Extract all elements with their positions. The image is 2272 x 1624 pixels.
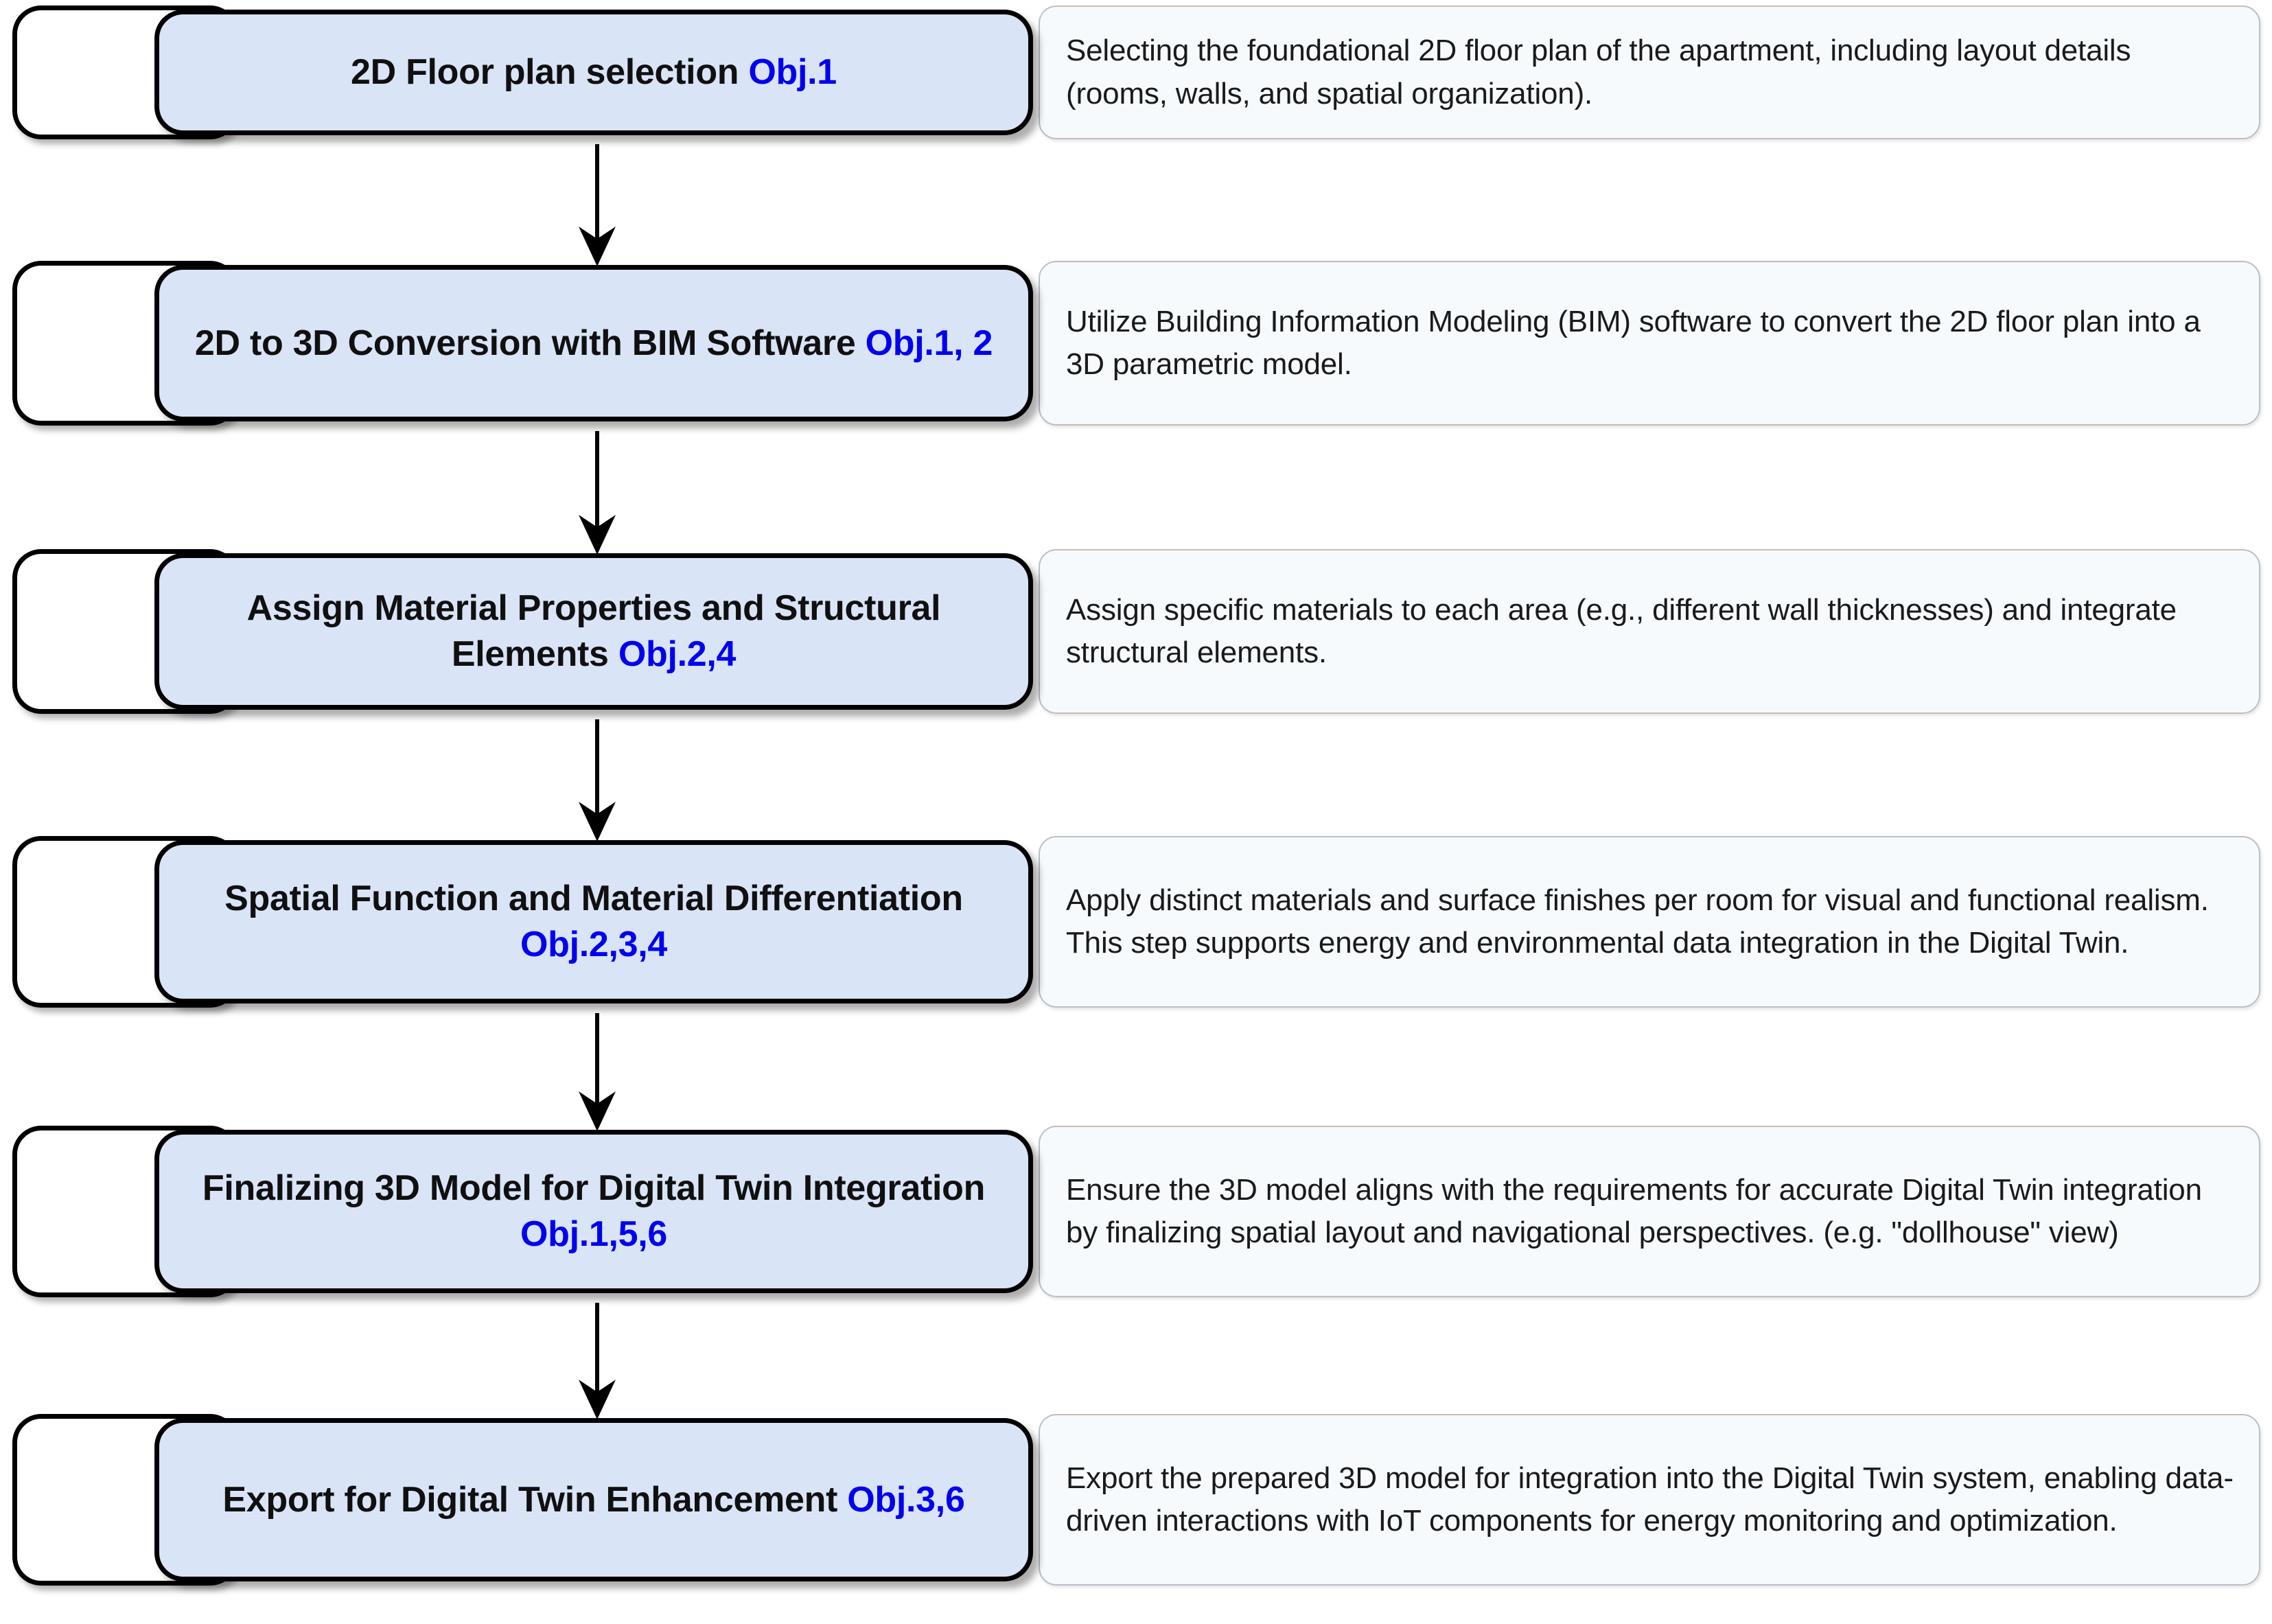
step-description-box: Utilize Building Information Modeling (B… (1039, 261, 2260, 426)
workflow-step-row: 4.Spatial Function and Material Differen… (0, 836, 2272, 1008)
step-title-main: Finalizing 3D Model for Digital Twin Int… (202, 1168, 986, 1209)
down-arrow-icon (573, 1303, 621, 1419)
step-objective-tag: Obj.2,4 (618, 634, 737, 674)
step-title-box[interactable]: 2D to 3D Conversion with BIM Software Ob… (154, 265, 1033, 421)
step-objective-tag: Obj.3,6 (847, 1479, 965, 1520)
step-description-box: Ensure the 3D model aligns with the requ… (1039, 1126, 2260, 1297)
step-title-box[interactable]: Finalizing 3D Model for Digital Twin Int… (154, 1130, 1033, 1293)
step-objective-tag: Obj.1, 2 (865, 323, 993, 363)
down-arrow-icon (573, 1013, 621, 1131)
step-description-text: Export the prepared 3D model for integra… (1066, 1461, 2234, 1538)
workflow-step-row: 5.Finalizing 3D Model for Digital Twin I… (0, 1126, 2272, 1297)
step-title-text: Assign Material Properties and Structura… (183, 585, 1005, 677)
step-description-text: Selecting the foundational 2D floor plan… (1066, 34, 2131, 111)
down-arrow-icon (573, 144, 621, 266)
workflow-step-row: 6.Export for Digital Twin Enhancement Ob… (0, 1414, 2272, 1586)
step-title-main: Spatial Function and Material Differenti… (224, 879, 963, 919)
step-title-main: Assign Material Properties and Structura… (246, 588, 941, 674)
down-arrow-icon (573, 431, 621, 555)
step-title-main: Export for Digital Twin Enhancement (222, 1479, 848, 1520)
step-description-box: Assign specific materials to each area (… (1039, 549, 2260, 714)
step-title-text: 2D to 3D Conversion with BIM Software Ob… (195, 321, 993, 367)
workflow-step-row: 2.2D to 3D Conversion with BIM Software … (0, 261, 2272, 426)
step-title-text: Finalizing 3D Model for Digital Twin Int… (183, 1165, 1005, 1257)
step-description-text: Utilize Building Information Modeling (B… (1066, 304, 2201, 381)
step-objective-tag: Obj.2,3,4 (520, 925, 668, 964)
down-arrow-icon (573, 719, 621, 842)
step-title-main: 2D to 3D Conversion with BIM Software (194, 323, 866, 363)
workflow-step-row: 3.Assign Material Properties and Structu… (0, 549, 2272, 714)
step-title-box[interactable]: Export for Digital Twin Enhancement Obj.… (154, 1418, 1033, 1581)
step-title-box[interactable]: Assign Material Properties and Structura… (154, 553, 1033, 710)
step-objective-tag: Obj.1 (748, 52, 837, 93)
step-title-main: 2D Floor plan selection (351, 52, 749, 93)
step-description-text: Ensure the 3D model aligns with the requ… (1066, 1172, 2202, 1249)
step-description-text: Apply distinct materials and surface fin… (1066, 883, 2209, 960)
step-title-text: Export for Digital Twin Enhancement Obj.… (222, 1477, 964, 1523)
step-description-box: Selecting the foundational 2D floor plan… (1039, 5, 2260, 139)
workflow-step-row: 1.2D Floor plan selection Obj.1Selecting… (0, 5, 2272, 139)
step-title-text: Spatial Function and Material Differenti… (183, 876, 1005, 967)
step-description-box: Apply distinct materials and surface fin… (1039, 836, 2260, 1008)
step-objective-tag: Obj.1,5,6 (520, 1214, 668, 1254)
step-description-text: Assign specific materials to each area (… (1066, 592, 2177, 669)
step-title-box[interactable]: Spatial Function and Material Differenti… (154, 840, 1033, 1004)
step-title-box[interactable]: 2D Floor plan selection Obj.1 (154, 10, 1033, 135)
step-title-text: 2D Floor plan selection Obj.1 (351, 49, 837, 95)
step-description-box: Export the prepared 3D model for integra… (1039, 1414, 2260, 1586)
